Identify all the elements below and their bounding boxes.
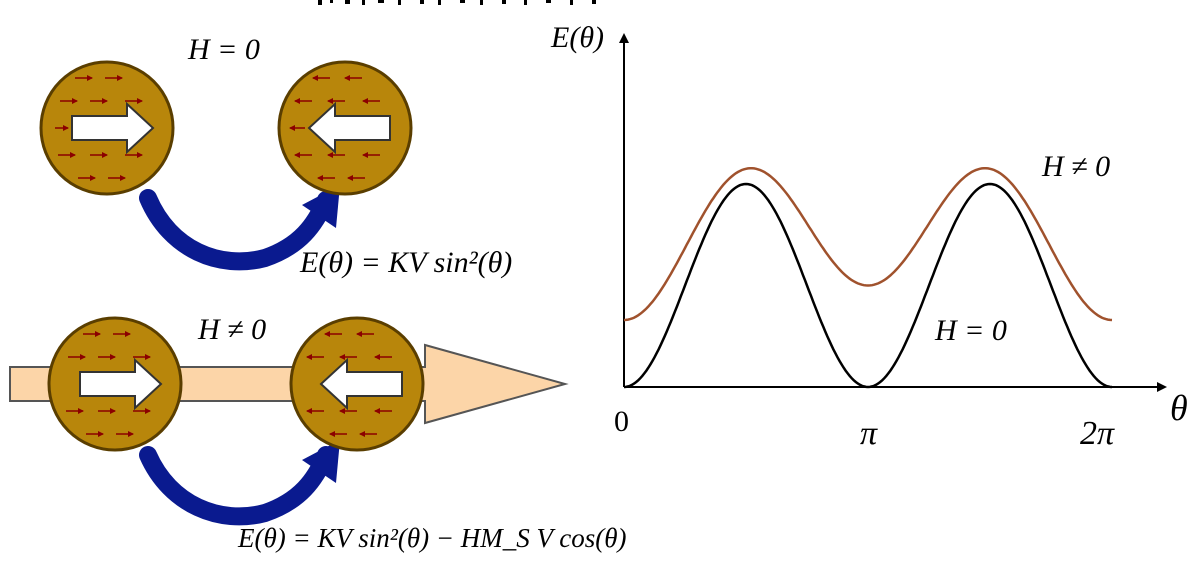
curve-label-h-ne-0: H ≠ 0 bbox=[1041, 150, 1110, 183]
top-formula: E(θ) = KV sin²(θ) bbox=[299, 246, 512, 279]
top-field-label: H = 0 bbox=[187, 33, 260, 66]
magnetization-arrow-left bbox=[319, 357, 403, 411]
x-tick-label-2pi: 2π bbox=[1080, 415, 1115, 452]
particle-bottom-right bbox=[289, 316, 425, 452]
magnetization-arrow-right bbox=[79, 357, 163, 411]
top-switch-arrowhead bbox=[302, 185, 340, 228]
particle-bottom-left bbox=[47, 316, 183, 452]
particle-top-left bbox=[39, 60, 175, 196]
spin-arrows-left bbox=[289, 75, 380, 181]
top-switch-arrow bbox=[139, 189, 335, 271]
bottom-field-label: H ≠ 0 bbox=[197, 313, 266, 346]
spin-arrows-right bbox=[66, 331, 151, 437]
series-line-h-ne-0 bbox=[623, 166, 1113, 322]
x-tick-label-0: 0 bbox=[614, 405, 629, 438]
magnetization-arrow-left bbox=[307, 101, 391, 155]
x-axis-label: θ bbox=[1170, 388, 1188, 428]
particle-top-right bbox=[277, 60, 413, 196]
series-line-h-0 bbox=[623, 182, 1113, 389]
spin-arrows-right bbox=[55, 75, 143, 181]
bottom-switch-arrow bbox=[139, 446, 335, 526]
bottom-switch-arrowhead bbox=[302, 440, 340, 483]
bottom-formula: E(θ) = KV sin²(θ) − HM_S V cos(θ) bbox=[237, 523, 627, 553]
top-cut-text bbox=[300, 0, 610, 6]
x-tick-label-pi: π bbox=[860, 415, 878, 452]
curve-label-h-0: H = 0 bbox=[934, 314, 1007, 347]
y-axis-label: E(θ) bbox=[550, 21, 604, 54]
spin-arrows-left bbox=[306, 331, 392, 437]
magnetization-arrow-right bbox=[71, 101, 155, 155]
energy-chart: E(θ) θ 0 π 2π H ≠ 0 H = 0 bbox=[550, 21, 1188, 452]
